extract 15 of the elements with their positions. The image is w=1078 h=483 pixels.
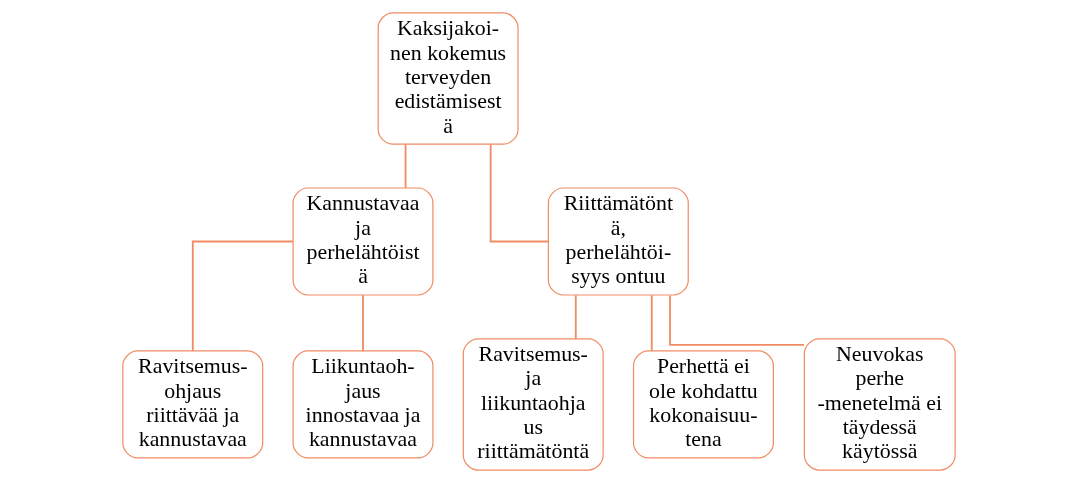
connector bbox=[191, 240, 294, 352]
node-box: Riittämätönt ä, perhelähtöi- syys ontuu bbox=[547, 187, 689, 296]
node-box: Kaksijakoi- nen kokemus terveyden edistämisest ä bbox=[377, 12, 519, 145]
connector bbox=[489, 143, 550, 243]
connector bbox=[650, 294, 653, 352]
node-box: Perhettä ei ole kohdattu kokonaisuu- tena bbox=[632, 350, 774, 459]
node-box: Neuvokas perhe -menetelmä ei täydessä käytössä bbox=[803, 338, 956, 471]
node-box: Liikuntaoh- jaus innostavaa ja kannustavaa bbox=[292, 350, 434, 459]
node-box: Ravitsemus- ja liikuntaohja us riittämätöntä bbox=[462, 338, 604, 471]
node-box: Kannustavaa ja perhelähtöist ä bbox=[292, 187, 434, 296]
connector bbox=[574, 294, 577, 340]
node-box: Ravitsemus- ohjaus riittävää ja kannustavaa bbox=[122, 350, 264, 459]
connector bbox=[404, 143, 407, 189]
connector bbox=[669, 294, 805, 346]
connector bbox=[362, 294, 364, 352]
